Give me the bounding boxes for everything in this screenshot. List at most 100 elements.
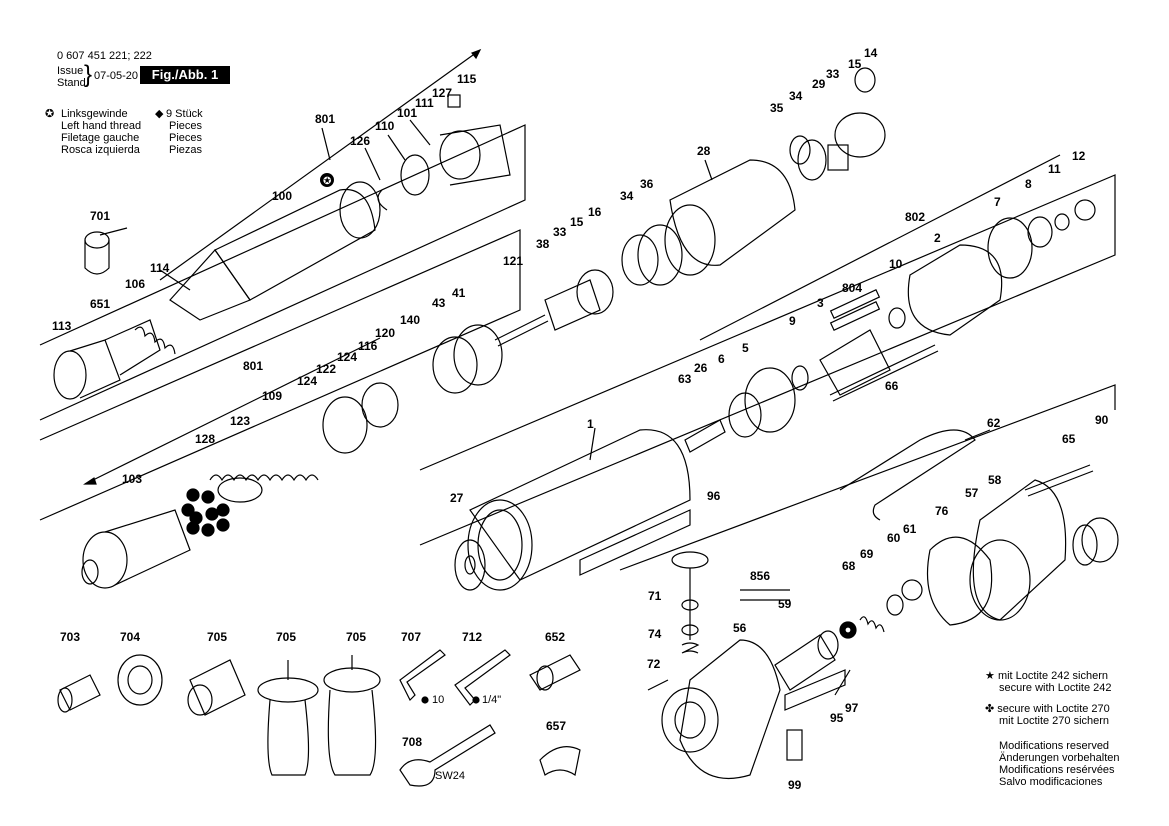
legend-pieces: ◆ 9 Stück Pieces Pieces Piezas — [155, 108, 203, 156]
part-label-651: 651 — [90, 297, 110, 311]
part-label-60: 60 — [887, 531, 901, 545]
clover-icon: ✤ — [985, 703, 995, 715]
part-label-122: 122 — [316, 362, 336, 376]
part-label-14: 14 — [864, 46, 878, 60]
part-label-28: 28 — [697, 144, 711, 158]
part-label-34a: 34 — [789, 89, 803, 103]
part-label-34b: 34 — [620, 189, 634, 203]
part-label-109: 109 — [262, 389, 282, 403]
note-modifications: Modifications reserved Änderungen vorbeh… — [999, 740, 1120, 788]
part-label-712: 712 — [462, 630, 482, 644]
star-icon: ★ — [985, 670, 995, 682]
part-label-120: 120 — [375, 326, 395, 340]
part-label-90: 90 — [1095, 413, 1109, 427]
part-label-856: 856 — [750, 569, 770, 583]
part-label-100: 100 — [272, 189, 292, 203]
part-label-62: 62 — [987, 416, 1001, 430]
part-label-801b: 801 — [243, 359, 263, 373]
legend-pieces-en: Pieces — [169, 120, 203, 132]
legend-thread-fr: Filetage gauche — [61, 132, 140, 144]
part-label-106: 106 — [125, 277, 145, 291]
part-label-43: 43 — [432, 296, 446, 310]
stand-label: Stand — [57, 77, 86, 89]
part-label-801a: 801 — [315, 112, 335, 126]
left-thread-icon: ✪ — [45, 108, 55, 120]
part-label-29: 29 — [812, 77, 826, 91]
part-label-74: 74 — [648, 627, 662, 641]
part-label-657: 657 — [546, 719, 566, 733]
part-label-36: 36 — [640, 177, 654, 191]
issue-label: Issue — [57, 65, 84, 77]
part-label-113: 113 — [52, 319, 72, 333]
part-label-68: 68 — [842, 559, 856, 573]
legend-thread-es: Rosca izquierda — [61, 144, 140, 156]
part-label-69: 69 — [860, 547, 874, 561]
part-label-111: 111 — [415, 96, 434, 110]
part-label-3: 3 — [817, 296, 824, 310]
part-label-56: 56 — [733, 621, 747, 635]
svg-text:✪: ✪ — [323, 176, 331, 187]
part-label-65: 65 — [1062, 432, 1076, 446]
part-label-15a: 15 — [848, 57, 862, 71]
part-label-802: 802 — [905, 210, 925, 224]
part-label-16: 16 — [588, 205, 602, 219]
part-label-63: 63 — [678, 372, 692, 386]
part-label-2: 2 — [934, 231, 941, 245]
part-label-116: 116 — [358, 339, 378, 353]
part-label-103: 103 — [122, 472, 142, 486]
part-label-99: 99 — [788, 778, 802, 792]
part-label-128: 128 — [195, 432, 215, 446]
part-label-124a: 124 — [337, 350, 357, 364]
part-label-10: 10 — [889, 257, 903, 271]
part-label-705c: 705 — [346, 630, 366, 644]
part-label-57: 57 — [965, 486, 979, 500]
part-label-61: 61 — [903, 522, 917, 536]
part-label-126: 126 — [350, 134, 370, 148]
key-size-quarter: 1/4" — [482, 694, 502, 706]
part-label-38: 38 — [536, 237, 550, 251]
part-label-12: 12 — [1072, 149, 1086, 163]
legend-thread-de: Linksgewinde — [61, 108, 128, 120]
part-label-707: 707 — [401, 630, 421, 644]
key-size-10: 10 — [432, 694, 445, 706]
legend-pieces-fr: Pieces — [169, 132, 203, 144]
part-label-140: 140 — [400, 313, 420, 327]
part-label-26: 26 — [694, 361, 708, 375]
issue-date: 07-05-20 — [94, 70, 139, 82]
part-label-97: 97 — [845, 701, 859, 715]
part-label-33a: 33 — [826, 67, 840, 81]
part-label-66: 66 — [885, 379, 899, 393]
part-label-6: 6 — [718, 352, 725, 366]
part-label-8: 8 — [1025, 177, 1032, 191]
part-label-5: 5 — [742, 341, 749, 355]
part-label-704: 704 — [120, 630, 140, 644]
part-label-701: 701 — [90, 209, 110, 223]
part-label-41: 41 — [452, 286, 466, 300]
part-label-59: 59 — [778, 597, 792, 611]
part-label-652: 652 — [545, 630, 565, 644]
part-label-110: 110 — [375, 119, 395, 133]
part-numbers: 0 607 451 221; 222 — [57, 50, 152, 62]
part-label-705a: 705 — [207, 630, 227, 644]
part-label-124b: 124 — [297, 374, 317, 388]
part-label-15b: 15 — [570, 215, 584, 229]
brace: } — [84, 61, 93, 88]
part-label-804: 804 — [842, 281, 862, 295]
part-label-71: 71 — [648, 589, 662, 603]
part-label-76: 76 — [935, 504, 949, 518]
part-label-705b: 705 — [276, 630, 296, 644]
part-label-101: 101 — [397, 106, 417, 120]
figure-label: Fig./Abb. 1 — [140, 66, 230, 84]
part-label-9: 9 — [789, 314, 796, 328]
part-label-121: 121 — [503, 254, 523, 268]
part-label-127: 127 — [432, 86, 452, 100]
part-label-58: 58 — [988, 473, 1002, 487]
wrench-size: SW24 — [435, 770, 465, 782]
part-label-11: 11 — [1048, 162, 1061, 176]
diamond-icon: ◆ — [155, 108, 164, 120]
part-label-95: 95 — [830, 711, 844, 725]
part-label-27: 27 — [450, 491, 464, 505]
part-label-96: 96 — [707, 489, 721, 503]
part-label-35: 35 — [770, 101, 784, 115]
